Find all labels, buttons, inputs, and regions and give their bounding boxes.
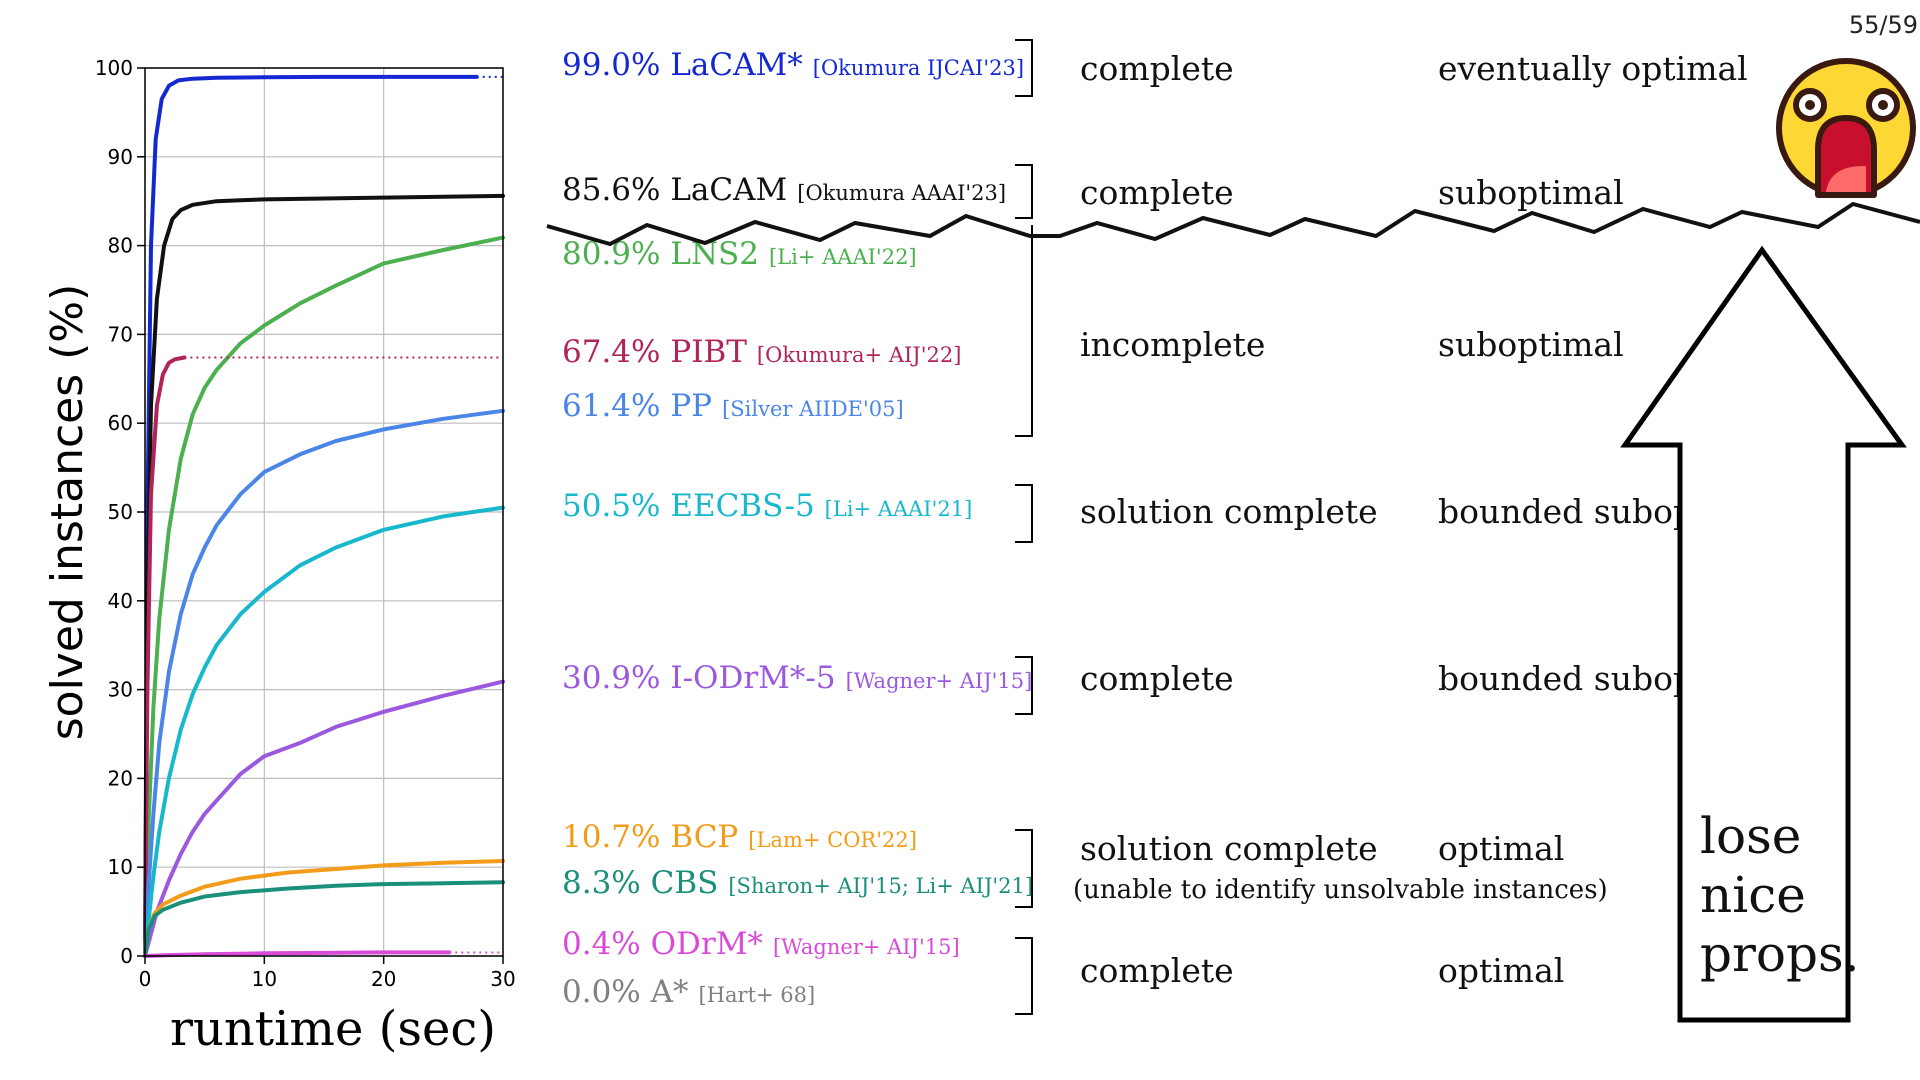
method-ref: [Hart+ 68] [699, 983, 816, 1007]
method-name: 30.9% I-ODrM*-5 [562, 660, 836, 696]
method-name: 67.4% PIBT [562, 334, 747, 370]
method-ref: [Wagner+ AIJ'15] [773, 935, 960, 959]
y-tick-label: 50 [108, 500, 133, 524]
series-line-8 [143, 880, 505, 958]
y-tick-label: 40 [108, 589, 133, 613]
optimality-2: suboptimal [1438, 173, 1624, 212]
method-entry: 99.0% LaCAM* [Okumura IJCAI'23] [562, 47, 1024, 83]
y-tick-label: 0 [120, 944, 133, 968]
y-tick-label: 10 [108, 855, 133, 879]
x-ticks: 0 10 20 30 [139, 956, 516, 991]
series-line-0 [143, 74, 479, 958]
completeness-4: solution complete [1080, 492, 1378, 531]
zigzag-break-line [546, 201, 1920, 247]
series-line-9 [143, 950, 452, 958]
completeness-7: complete [1080, 951, 1234, 990]
method-name: 10.7% BCP [562, 819, 738, 855]
series-line-2 [143, 235, 505, 958]
group-brackets [1015, 39, 1033, 1015]
y-tick-label: 90 [108, 145, 133, 169]
series-line-3 [143, 355, 187, 958]
optimality-7: optimal [1438, 951, 1564, 990]
y-tick-label: 100 [95, 56, 133, 80]
page-number: 55/59 [1849, 11, 1918, 39]
method-name: 0.4% ODrM* [562, 926, 763, 962]
y-tick-label: 30 [108, 678, 133, 702]
method-ref: [Okumura IJCAI'23] [813, 56, 1024, 80]
method-entry: 85.6% LaCAM [Okumura AAAI'23] [562, 172, 1006, 208]
method-entry: 8.3% CBS [Sharon+ AIJ'15; Li+ AIJ'21] [562, 865, 1033, 901]
bracket-4 [1015, 484, 1033, 543]
method-ref: [Okumura AAAI'23] [797, 181, 1006, 205]
x-tick-label: 0 [139, 967, 152, 991]
up-arrow: lose nice props. [1620, 245, 1907, 1023]
method-name: 8.3% CBS [562, 865, 718, 901]
series-line-4 [143, 408, 505, 958]
bracket-7 [1015, 937, 1033, 1015]
series-line-1 [143, 193, 505, 958]
y-tick-label: 70 [108, 322, 133, 346]
method-name: 80.9% LNS2 [562, 236, 759, 272]
optimality-4-visible: bounded subopt [1438, 492, 1707, 531]
bracket-2 [1015, 164, 1033, 219]
y-tick-label: 60 [108, 411, 133, 435]
method-entry: 30.9% I-ODrM*-5 [Wagner+ AIJ'15] [562, 660, 1032, 696]
note-6: (unable to identify unsolvable instances… [1073, 875, 1608, 905]
method-entry: 0.0% A* [Hart+ 68] [562, 974, 815, 1010]
bracket-6 [1015, 829, 1033, 908]
completeness-3: incomplete [1080, 325, 1265, 364]
chart-series [143, 74, 505, 958]
optimality-1: eventually optimal [1438, 49, 1748, 88]
group-properties: complete eventually optimal complete sub… [1073, 49, 1769, 990]
screaming-face-icon [1776, 58, 1916, 198]
series-line-7 [143, 859, 505, 958]
runtime-chart: 0 10 20 30 40 50 60 70 80 90 100 0 10 20 30 solved in… [42, 56, 516, 1057]
method-name: 0.0% A* [562, 974, 689, 1010]
method-entry: 61.4% PP [Silver AIIDE'05] [562, 388, 904, 424]
arrow-line-3: props. [1700, 925, 1860, 983]
method-ref: [Okumura+ AIJ'22] [757, 343, 962, 367]
method-ref: [Li+ AAAI'22] [769, 245, 917, 269]
completeness-5: complete [1080, 659, 1234, 698]
bracket-1 [1015, 39, 1033, 97]
series-line-6 [143, 679, 505, 958]
x-tick-label: 30 [490, 967, 515, 991]
method-entry: 0.4% ODrM* [Wagner+ AIJ'15] [562, 926, 960, 962]
optimality-5-visible: bounded subopt [1438, 659, 1707, 698]
optimality-3: suboptimal [1438, 325, 1624, 364]
arrow-text: lose nice props. [1700, 807, 1860, 983]
method-name: 85.6% LaCAM [562, 172, 787, 208]
completeness-2: complete [1080, 173, 1234, 212]
x-tick-label: 10 [252, 967, 277, 991]
method-entry: 50.5% EECBS-5 [Li+ AAAI'21] [562, 488, 972, 524]
series-line-5 [143, 505, 505, 958]
method-list: 99.0% LaCAM* [Okumura IJCAI'23] 85.6% LaCA… [562, 47, 1033, 1010]
method-ref: [Wagner+ AIJ'15] [846, 669, 1033, 693]
y-ticks: 0 10 20 30 40 50 60 70 80 90 100 [95, 56, 145, 968]
completeness-1: complete [1080, 49, 1234, 88]
y-axis-label: solved instances (%) [42, 284, 93, 741]
arrow-shape [1620, 245, 1907, 1023]
method-ref: [Lam+ COR'22] [748, 828, 917, 852]
method-name: 99.0% LaCAM* [562, 47, 803, 83]
y-tick-label: 20 [108, 766, 133, 790]
arrow-line-1: lose [1700, 807, 1801, 865]
optimality-6: optimal [1438, 829, 1564, 868]
y-tick-label: 80 [108, 234, 133, 258]
method-ref: [Silver AIIDE'05] [722, 397, 904, 421]
method-ref: [Sharon+ AIJ'15; Li+ AIJ'21] [728, 874, 1033, 898]
method-name: 50.5% EECBS-5 [562, 488, 815, 524]
completeness-6: solution complete [1080, 829, 1378, 868]
x-axis-label: runtime (sec) [170, 1001, 496, 1057]
x-tick-label: 20 [371, 967, 396, 991]
method-entry: 67.4% PIBT [Okumura+ AIJ'22] [562, 334, 961, 370]
bracket-3 [1015, 225, 1033, 437]
method-entry: 80.9% LNS2 [Li+ AAAI'22] [562, 236, 917, 272]
arrow-line-2: nice [1700, 866, 1806, 924]
method-entry: 10.7% BCP [Lam+ COR'22] [562, 819, 917, 855]
bracket-5 [1015, 656, 1033, 715]
method-name: 61.4% PP [562, 388, 712, 424]
method-ref: [Li+ AAAI'21] [825, 497, 973, 521]
